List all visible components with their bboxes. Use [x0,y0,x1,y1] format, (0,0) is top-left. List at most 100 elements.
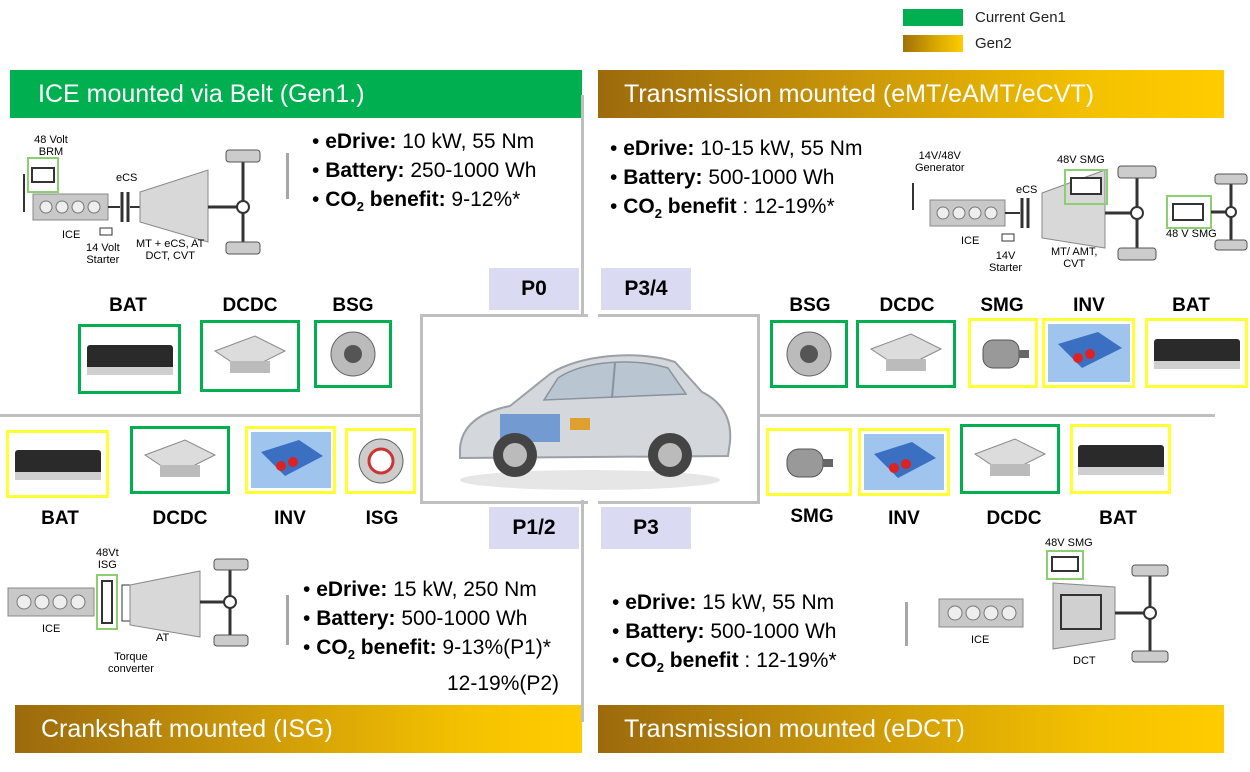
p12-header: Crankshaft mounted (ISG) [15,705,582,753]
p0-specs: • eDrive: 10 kW, 55 Nm • Battery: 250-10… [312,127,536,221]
p12-bat-card [6,430,109,498]
p0-diagram: 48 Volt BRM eCS ICE 14 Volt Starter MT +… [18,130,278,280]
p34-bat-card [1145,318,1248,388]
isg-icon [358,438,403,484]
p12-isg-card [345,428,416,494]
vline-bottom [581,500,584,722]
dcdc-icon [143,439,217,477]
legend-gen1: Current Gen1 [903,4,1066,30]
p34-diagram: 14V/48V Generator 48V SMG eCS ICE 14V St… [905,148,1250,283]
inverter-icon [864,434,944,490]
p3-inv-card [858,428,950,496]
battery-icon [86,345,173,375]
divider-right [757,414,1215,417]
p0-header: ICE mounted via Belt (Gen1.) [10,70,582,118]
motor-icon [786,448,833,478]
p3-dct-text: DCT [1073,655,1096,667]
frame-bottom-right [598,501,760,504]
p3-edrive: • eDrive: 15 kW, 55 Nm [612,591,835,614]
p0-ice-text: ICE [62,229,81,241]
p12-comp-label-bat: BAT [41,508,79,529]
p3-header: Transmission mounted (eDCT) [598,705,1224,753]
p12-isg-text: 48Vt ISG [96,547,119,571]
p12-comp-label-inv: INV [274,508,306,529]
p0-battery: • Battery: 250-1000 Wh [312,159,537,182]
legend: Current Gen1 Gen2 [903,4,1066,56]
p34-title: Transmission mounted (eMT/eAMT/eCVT) [624,79,1095,108]
p34-dcdc-card [856,320,956,388]
p12-battery: • Battery: 500-1000 Wh [303,607,528,630]
p34-starter-text: 14V Starter [989,250,1023,274]
frame-top-right [598,314,760,317]
p34-bsg-card [770,320,848,388]
p34-trans-text: MT/ AMT, CVT [1051,246,1098,270]
alternator-icon [786,331,832,377]
p3-specs: • eDrive: 15 kW, 55 Nm • Battery: 500-10… [612,588,837,682]
gen2-swatch [903,34,963,52]
p3-battery: • Battery: 500-1000 Wh [612,620,837,643]
p3-bar [905,602,908,646]
p3-label: P3 [601,507,691,549]
p3-title: Transmission mounted (eDCT) [624,714,965,743]
vline-top [581,95,584,315]
p34-smg1-text: 48V SMG [1057,154,1105,166]
p12-edrive: • eDrive: 15 kW, 250 Nm [303,578,537,601]
p34-comp-label-bsg: BSG [789,295,831,316]
p0-comp-label-dcdc: DCDC [222,295,278,316]
legend-gen2: Gen2 [903,30,1066,56]
p12-torque-text: Torque converter [108,651,154,675]
p34-comp-label-dcdc: DCDC [879,295,935,316]
p34-comp-label-smg: SMG [980,295,1024,316]
p12-ice-text: ICE [42,623,61,635]
p12-bar [286,595,289,645]
p34-smg2-text: 48 V SMG [1166,228,1217,240]
frame-top-left [420,314,588,317]
battery-icon [1153,339,1240,369]
gen2-label: Gen2 [975,34,1012,52]
p12-title: Crankshaft mounted (ISG) [41,714,333,743]
p34-co2: • CO2 benefit : 12-19%* [610,195,835,222]
p0-trans-text: MT + eCS, AT DCT, CVT [136,238,205,262]
divider-left [0,414,422,417]
p3-ice-text: ICE [971,634,990,646]
inverter-icon [1047,324,1130,382]
p12-diagram: 48Vt ISG ICE AT Torque converter [4,545,266,680]
p3-comp-label-bat: BAT [1099,508,1137,529]
p34-specs: • eDrive: 10-15 kW, 55 Nm • Battery: 500… [610,134,862,228]
inverter-icon [250,432,331,488]
p0-brm-text: 48 Volt BRM [34,134,68,158]
p3-smg-text: 48V SMG [1045,537,1093,549]
p34-ecs-text: eCS [1016,184,1038,196]
p3-smg-card [766,428,852,496]
dcdc-icon [869,333,943,371]
p34-gen-text: 14V/48V Generator [915,150,965,174]
p12-label: P1/2 [489,507,579,549]
p0-bar [286,153,289,199]
car-image [440,330,740,495]
p3-bat-card [1070,424,1171,494]
p3-dcdc-card [960,424,1060,494]
battery-icon [1077,445,1164,475]
p0-co2: • CO2 benefit: 9-12%* [312,188,521,215]
p34-inv-card [1042,318,1135,388]
p12-co2-p2: 12-19%(P2) [447,672,560,696]
alternator-icon [330,331,376,377]
p34-edrive: • eDrive: 10-15 kW, 55 Nm [610,137,863,160]
p0-comp-label-bsg: BSG [332,295,374,316]
p0-ecs-text: eCS [116,172,138,184]
p34-header: Transmission mounted (eMT/eAMT/eCVT) [598,70,1224,118]
p12-specs: • eDrive: 15 kW, 250 Nm • Battery: 500-1… [303,575,559,698]
p3-comp-label-smg: SMG [790,506,834,527]
dcdc-icon [973,438,1047,476]
p12-comp-label-dcdc: DCDC [152,508,208,529]
p0-starter-text: 14 Volt Starter [86,242,120,266]
p34-smg-card [968,318,1038,388]
p34-comp-label-inv: INV [1073,295,1105,316]
battery-icon [14,450,101,480]
p0-title: ICE mounted via Belt (Gen1.) [38,79,365,108]
p12-comp-label-isg: ISG [365,508,399,529]
p0-edrive: • eDrive: 10 kW, 55 Nm [312,130,535,153]
p34-label: P3/4 [601,268,691,310]
frame-left [420,314,423,504]
motor-icon [982,339,1029,369]
